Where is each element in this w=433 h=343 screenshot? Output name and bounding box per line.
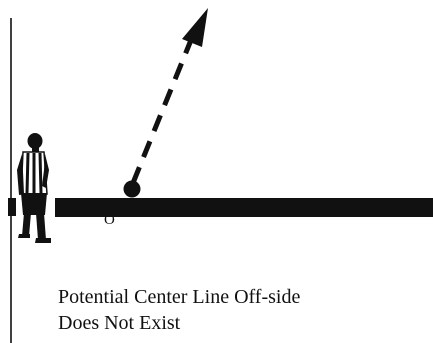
referee-figure-icon — [17, 133, 51, 243]
puck-icon — [124, 181, 141, 198]
caption-line-1: Potential Center Line Off-side — [58, 284, 300, 310]
center-line-stub — [8, 198, 16, 216]
point-o-label: O — [104, 213, 115, 228]
pass-arrow-icon — [133, 8, 208, 183]
pass-arrow-head — [182, 8, 208, 47]
caption-line-2: Does Not Exist — [58, 310, 300, 336]
diagram-caption: Potential Center Line Off-side Does Not … — [58, 284, 300, 336]
pass-arrow-shaft — [133, 40, 191, 183]
